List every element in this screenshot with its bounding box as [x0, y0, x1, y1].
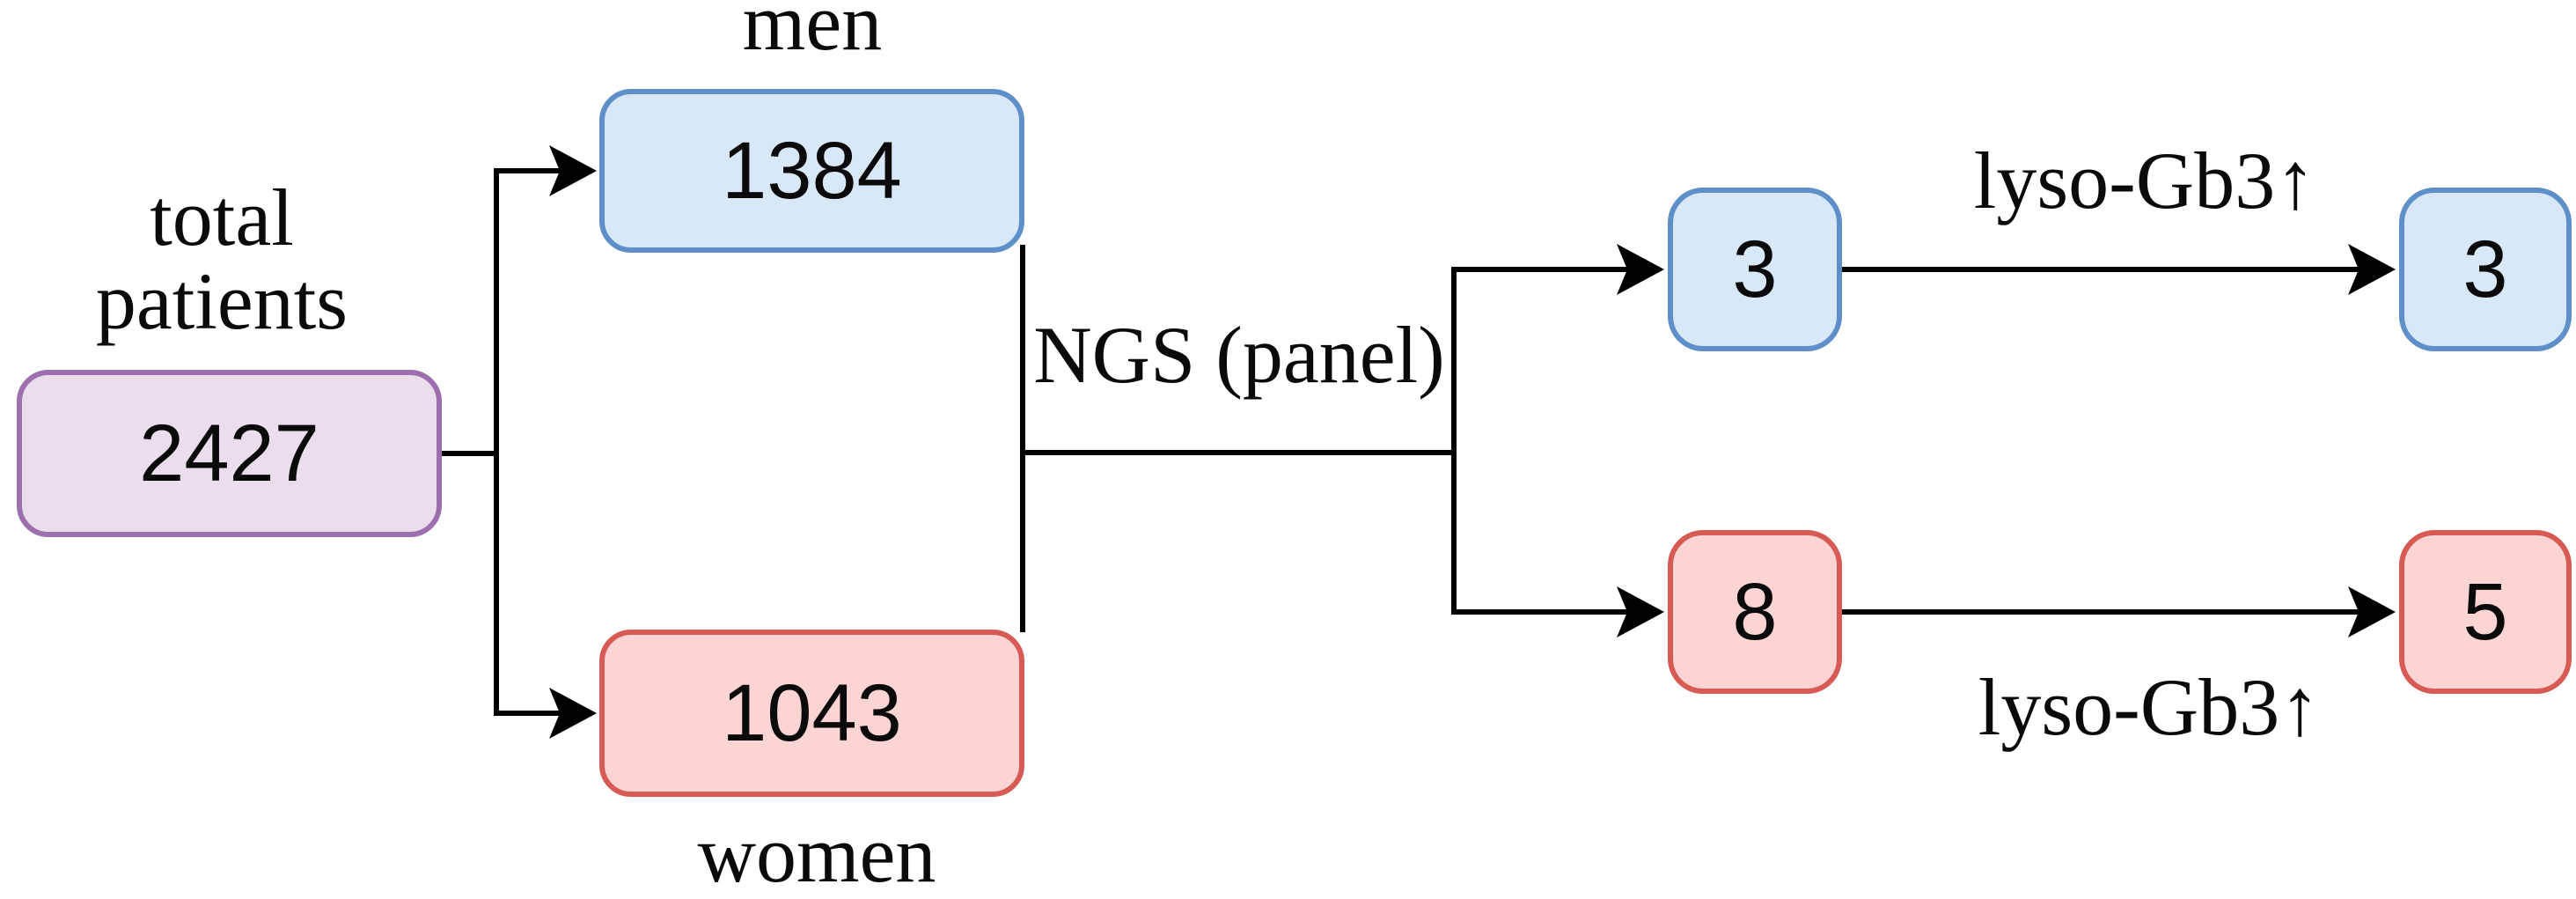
- lyso-women-node: 5: [2399, 530, 2572, 694]
- men-node: 1384: [599, 89, 1024, 253]
- arrowhead-ngs-men: [1617, 244, 1664, 295]
- ngs-men-node: 3: [1668, 188, 1842, 351]
- men-value: 1384: [722, 126, 902, 216]
- arrowhead-ngs-women: [1617, 586, 1664, 637]
- ngs-women-value: 8: [1732, 567, 1778, 657]
- arrowhead-lyso-women: [2348, 586, 2396, 637]
- ngs-men-value: 3: [1732, 225, 1778, 314]
- arrowhead-men: [549, 145, 597, 196]
- total-patients-label-line2: patients: [95, 256, 349, 346]
- lyso-gb3-men-label: lyso-Gb3↑: [1973, 136, 2316, 225]
- lyso-men-node: 3: [2399, 188, 2572, 351]
- total-patients-value: 2427: [139, 409, 319, 498]
- women-node: 1043: [599, 630, 1024, 797]
- arrowhead-women: [549, 688, 597, 739]
- total-patients-node: 2427: [17, 370, 442, 537]
- lyso-men-value: 3: [2462, 225, 2508, 314]
- arrowhead-lyso-men: [2348, 244, 2396, 295]
- lyso-women-value: 5: [2462, 567, 2508, 657]
- ngs-women-node: 8: [1668, 530, 1842, 694]
- total-patients-label-line1: total: [150, 173, 294, 262]
- lyso-gb3-women-label: lyso-Gb3↑: [1978, 662, 2321, 752]
- edge-branch-ngs: [1451, 267, 1627, 615]
- men-label: men: [742, 0, 883, 67]
- women-label: women: [697, 809, 936, 899]
- ngs-panel-label: NGS (panel): [1033, 310, 1445, 400]
- total-patients-label: total patients: [96, 176, 348, 343]
- women-value: 1043: [722, 668, 902, 758]
- edge-branch-men-women: [494, 168, 560, 716]
